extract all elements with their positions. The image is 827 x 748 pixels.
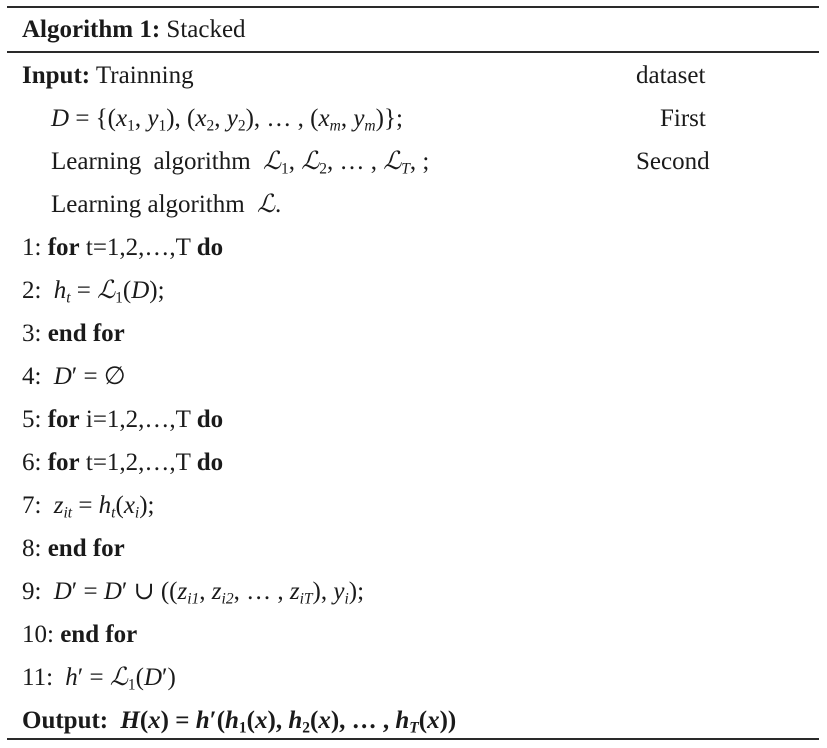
input-line: Input: Trainning	[22, 60, 194, 92]
step-number: 2:	[22, 277, 42, 304]
step-9: 9: D′ = D′ ∪ ((zi1, zi2, … , ziT), yi);	[22, 578, 365, 608]
keyword-for: for	[47, 406, 80, 433]
keyword-do: do	[196, 234, 224, 261]
input-second-learner: Learning algorithm ℒ.	[51, 191, 282, 218]
loop-range: t=1,2,…,T	[85, 234, 191, 261]
loop-range: i=1,2,…,T	[85, 406, 191, 433]
step-5: 5: for i=1,2,…,T do	[22, 404, 223, 436]
step-3: 3: end for	[22, 318, 125, 350]
step-2: 2: ht = ℒ1(D);	[22, 277, 165, 307]
input-right-first: First	[660, 105, 706, 132]
step-6: 6: for t=1,2,…,T do	[22, 447, 223, 479]
keyword-do: do	[196, 406, 224, 433]
algorithm-name: Stacked	[166, 16, 246, 43]
step-number: 7:	[22, 492, 42, 519]
step-7: 7: zit = ht(xi);	[22, 492, 155, 522]
input-first-learners: Learning algorithm ℒ1, ℒ2, … , ℒT, ;	[51, 148, 430, 178]
input-dataset-formula: D = {(x1, y1), (x2, y2), … , (xm, ym)};	[51, 105, 403, 135]
step-number: 10:	[22, 621, 54, 648]
output-line: Output: H(x) = h′(h1(x), h2(x), … , hT(x…	[22, 705, 456, 737]
keyword-end-for: end for	[60, 621, 138, 648]
step-8: 8: end for	[22, 533, 125, 565]
step-number: 6:	[22, 449, 42, 476]
output-label: Output:	[22, 707, 109, 734]
bottom-rule	[7, 738, 819, 740]
input-text: Trainning	[95, 62, 194, 89]
step-1: 1: for t=1,2,…,T do	[22, 232, 223, 264]
step-number: 8:	[22, 535, 42, 562]
step-number: 11:	[22, 664, 54, 691]
step-number: 4:	[22, 363, 42, 390]
step-10: 10: end for	[22, 619, 137, 651]
keyword-end-for: end for	[47, 320, 125, 347]
algorithm-label: Algorithm 1:	[22, 16, 161, 43]
step-4: 4: D′ = ∅	[22, 363, 126, 390]
top-rule	[7, 6, 819, 8]
step-number: 1:	[22, 234, 42, 261]
step-number: 9:	[22, 578, 42, 605]
loop-range: t=1,2,…,T	[85, 449, 191, 476]
keyword-end-for: end for	[47, 535, 125, 562]
step-number: 3:	[22, 320, 42, 347]
step-number: 5:	[22, 406, 42, 433]
input-right-dataset: dataset	[636, 62, 706, 89]
keyword-for: for	[47, 449, 80, 476]
keyword-do: do	[196, 449, 224, 476]
input-label: Input:	[22, 62, 91, 89]
output-formula: H(x) = h′(h1(x), h2(x), … , hT(x))	[120, 707, 457, 737]
input-right-second: Second	[636, 148, 710, 175]
keyword-for: for	[47, 234, 80, 261]
step-11: 11: h′ = ℒ1(D′)	[22, 664, 176, 694]
header-rule	[7, 51, 819, 53]
algorithm-title: Algorithm 1: Stacked	[22, 14, 246, 46]
